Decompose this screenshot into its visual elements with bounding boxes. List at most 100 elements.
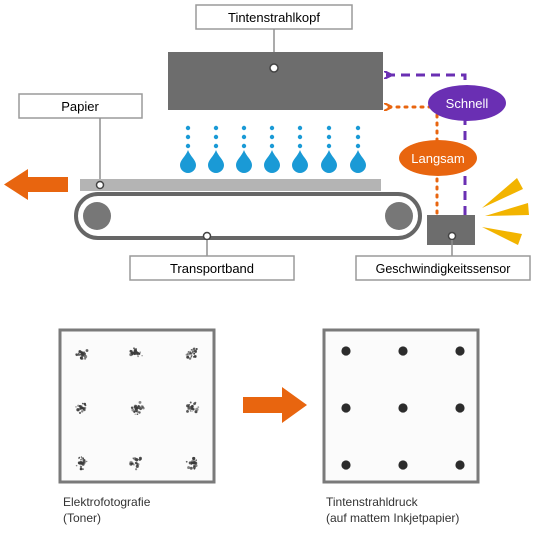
toner-speck — [130, 406, 134, 410]
toner-speck — [75, 464, 78, 467]
ink-trail-dot — [297, 143, 303, 149]
ink-trail-dot — [297, 134, 303, 140]
toner-speck — [191, 461, 194, 464]
ink-trail-dot — [355, 143, 361, 149]
toner-speck — [186, 355, 190, 359]
toner-speck — [192, 456, 196, 461]
toner-speck — [135, 468, 138, 471]
toner-speck — [185, 353, 188, 356]
toner-speck — [186, 410, 189, 413]
toner-speck — [80, 461, 84, 465]
toner-speck — [75, 353, 78, 356]
slow-label: Langsam — [411, 151, 464, 166]
ink-trail-dot — [213, 125, 219, 131]
toner-speck — [135, 464, 140, 468]
toner-speck — [139, 459, 141, 462]
belt-anchor-dot — [202, 231, 212, 241]
ink-dot — [455, 460, 465, 470]
paper-label: Papier — [61, 99, 99, 114]
toner-speck — [135, 458, 139, 462]
toner-speck — [82, 408, 86, 412]
toner-speck — [80, 410, 84, 413]
sensor-anchor-dot — [447, 231, 457, 241]
toner-speck — [194, 410, 198, 414]
toner-speck — [136, 462, 138, 464]
belt-roller-right — [385, 202, 413, 230]
toner-speck — [191, 410, 193, 412]
toner-speck — [138, 352, 141, 355]
toner-speck — [138, 456, 142, 460]
inkjet-sample-panel — [322, 328, 480, 484]
toner-speck — [190, 356, 193, 358]
toner-speck — [134, 413, 136, 415]
toner-speck — [195, 347, 198, 351]
toner-speck — [188, 461, 192, 465]
inkjet-dots — [341, 346, 465, 470]
toner-speck — [85, 349, 89, 352]
toner-speck — [133, 405, 137, 409]
toner-speck — [190, 348, 193, 351]
toner-dots — [75, 347, 200, 471]
belt-roller-left — [83, 202, 111, 230]
printhead-anchor-dot — [269, 63, 279, 73]
toner-speck — [78, 350, 81, 353]
belt-label: Transportband — [170, 261, 254, 276]
conveyor-belt — [74, 192, 422, 240]
ink-trail-dot — [326, 143, 332, 149]
toner-speck — [81, 456, 85, 460]
toner-speck — [194, 351, 197, 354]
ink-trail-dot — [213, 134, 219, 140]
slow-bubble: Langsam — [399, 140, 477, 176]
paper-sheet — [80, 179, 381, 191]
sensor-label-box: Geschwindigkeitssensor — [355, 255, 531, 281]
belt-label-box: Transportband — [129, 255, 295, 281]
toner-speck — [189, 401, 192, 404]
ink-trail-dot — [269, 134, 275, 140]
arrow-right-icon — [243, 387, 307, 423]
arrow-left-icon — [4, 169, 68, 200]
toner-speck — [136, 413, 139, 416]
toner-speck — [80, 358, 82, 360]
toner-speck — [187, 350, 190, 353]
ink-trail-dot — [297, 125, 303, 131]
ink-trail-dot — [241, 125, 247, 131]
ink-trail-dot — [326, 134, 332, 140]
toner-speck — [193, 465, 195, 467]
toner-caption: Elektrofotografie (Toner) — [63, 494, 150, 526]
toner-speck — [78, 404, 82, 408]
toner-speck — [141, 405, 144, 408]
toner-speck — [137, 355, 140, 358]
ink-trail-dot — [269, 143, 275, 149]
ink-drop — [350, 150, 366, 173]
ink-trail-dot — [355, 125, 361, 131]
ink-droplets — [180, 125, 366, 173]
ink-trail-dot — [213, 143, 219, 149]
toner-speck — [78, 406, 82, 410]
paper-anchor-dot — [95, 180, 105, 190]
ink-drop — [236, 150, 252, 173]
toner-speck — [187, 405, 191, 409]
toner-speck — [135, 350, 138, 354]
toner-speck — [129, 349, 133, 353]
toner-speck — [79, 467, 83, 471]
toner-speck — [189, 410, 192, 412]
ink-dot — [398, 403, 408, 413]
toner-speck — [194, 401, 197, 404]
toner-speck — [192, 350, 195, 353]
toner-speck — [81, 402, 84, 405]
toner-speck — [138, 458, 140, 461]
toner-speck — [197, 406, 200, 408]
toner-speck — [193, 352, 196, 355]
toner-speck — [78, 462, 81, 465]
toner-speck — [141, 355, 143, 357]
toner-speck — [80, 458, 82, 461]
toner-speck — [131, 408, 135, 412]
toner-speck — [84, 355, 88, 359]
toner-speck — [79, 356, 83, 360]
ink-trail-dot — [355, 134, 361, 140]
fast-bubble: Schnell — [428, 85, 506, 121]
toner-speck — [189, 466, 193, 470]
toner-speck — [139, 351, 141, 353]
toner-speck — [133, 347, 135, 350]
